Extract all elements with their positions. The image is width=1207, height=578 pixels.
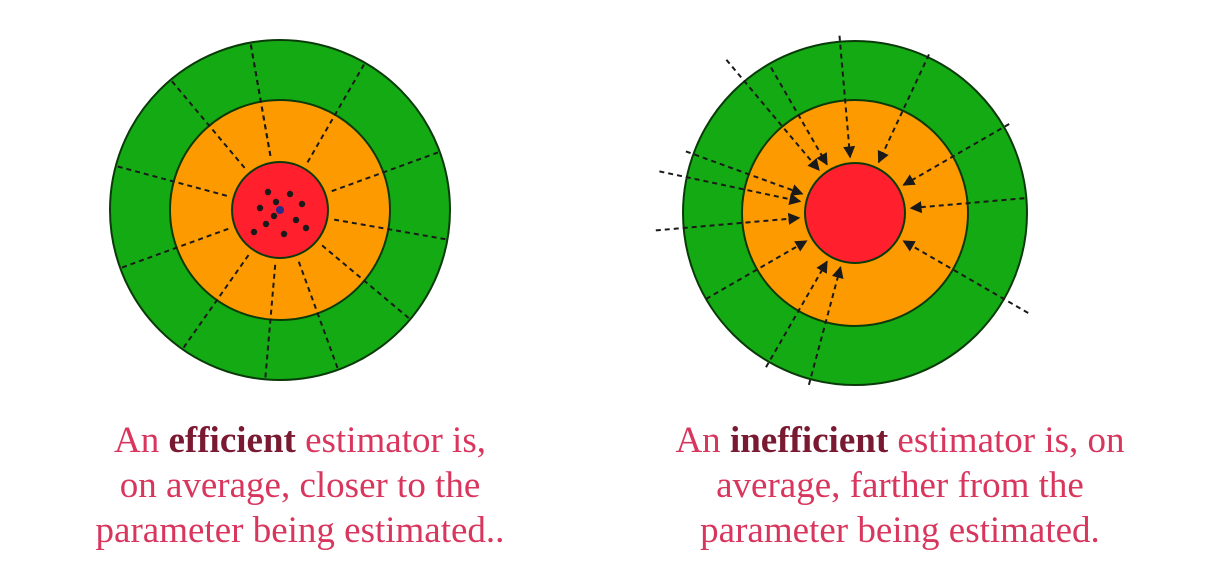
inefficient-arrow: [655, 212, 801, 232]
inefficient-caption-line-3: parameter being estimated.: [700, 510, 1100, 551]
inefficient-arrow: [902, 123, 1010, 186]
efficient-arrow: [171, 80, 246, 169]
efficient-arrows: [117, 44, 446, 378]
efficient-caption-line-3: parameter being estimated..: [95, 510, 505, 551]
inefficient-caption: An inefficient estimator is, on average,…: [620, 418, 1180, 553]
estimate-point: [298, 200, 306, 208]
estimate-point: [270, 212, 278, 220]
inefficient-arrow: [838, 35, 856, 159]
inefficient-caption-line-2: average, farther from the: [716, 465, 1084, 506]
estimate-point: [280, 230, 288, 238]
efficient-panel: An efficient estimator is, on average, c…: [0, 0, 560, 578]
inefficient-arrow: [902, 240, 1029, 314]
inefficient-arrow: [725, 59, 820, 172]
efficient-arrow: [297, 261, 339, 369]
efficient-arrow: [306, 64, 365, 163]
efficient-arrow: [117, 165, 228, 197]
estimate-point: [262, 220, 270, 228]
efficient-caption-line-1: An efficient estimator is,: [114, 420, 486, 461]
inefficient-panel: An inefficient estimator is, on average,…: [600, 0, 1207, 578]
inefficient-arrow: [909, 197, 1025, 214]
efficient-arrow: [334, 218, 446, 241]
inefficient-caption-line-1: An inefficient estimator is, on: [675, 420, 1125, 461]
efficient-target-diagram: [109, 39, 451, 381]
efficient-arrow: [321, 244, 410, 319]
inefficient-arrow: [807, 265, 844, 386]
estimate-point: [302, 224, 310, 232]
inefficient-arrows: [655, 35, 1029, 386]
inefficient-arrow: [685, 150, 804, 196]
efficient-caption-line-2: on average, closer to the: [119, 465, 481, 506]
estimate-point: [292, 216, 300, 224]
estimate-point: [256, 204, 264, 212]
bullseye: [804, 162, 906, 264]
efficient-arrow: [249, 44, 272, 156]
inefficient-arrow: [765, 260, 828, 368]
estimate-point: [286, 190, 294, 198]
efficient-arrow: [182, 254, 250, 349]
estimate-point: [272, 198, 280, 206]
estimate-point: [250, 228, 258, 236]
efficient-arrow: [264, 264, 277, 378]
efficient-arrow: [331, 151, 439, 193]
efficient-keyword: efficient: [168, 420, 296, 461]
inefficient-arrow: [877, 53, 930, 164]
efficient-caption: An efficient estimator is, on average, c…: [40, 418, 560, 553]
parameter-center: [276, 206, 284, 214]
inefficient-arrow: [770, 67, 828, 166]
inefficient-arrow: [659, 170, 802, 206]
estimate-point: [264, 188, 272, 196]
inefficient-target-diagram: [655, 35, 1029, 386]
efficient-estimate-points: [250, 188, 310, 238]
inefficient-arrow: [705, 240, 808, 300]
inefficient-keyword: inefficient: [729, 420, 889, 461]
efficient-arrow: [121, 227, 229, 269]
